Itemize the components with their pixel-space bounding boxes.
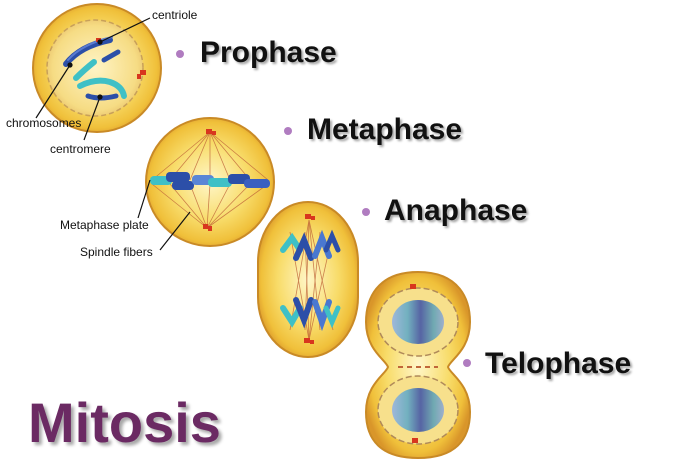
anaphase-cell <box>257 201 359 358</box>
label-centriole: centriole <box>152 8 198 22</box>
annotation-pointers <box>35 17 191 251</box>
prophase-cell <box>32 3 162 133</box>
label-metaphase-plate: Metaphase plate <box>60 218 149 232</box>
prophase-nucleus <box>46 19 144 117</box>
stage-label-prophase: Prophase <box>200 36 337 69</box>
page-title: Mitosis <box>28 391 221 454</box>
prophase-bullet <box>176 50 184 58</box>
telophase-bullet <box>463 359 471 367</box>
label-centromere: centromere <box>50 142 111 156</box>
anaphase-bullet <box>362 208 370 216</box>
telophase-cell <box>364 270 472 460</box>
label-chromosomes: chromosomes <box>6 116 82 130</box>
metaphase-bullet <box>284 127 292 135</box>
metaphase-cell <box>145 117 275 247</box>
label-spindle-fibers: Spindle fibers <box>80 245 153 259</box>
stage-label-anaphase: Anaphase <box>384 194 528 227</box>
stage-label-metaphase: Metaphase <box>307 113 463 146</box>
stage-label-telophase: Telophase <box>485 347 632 380</box>
